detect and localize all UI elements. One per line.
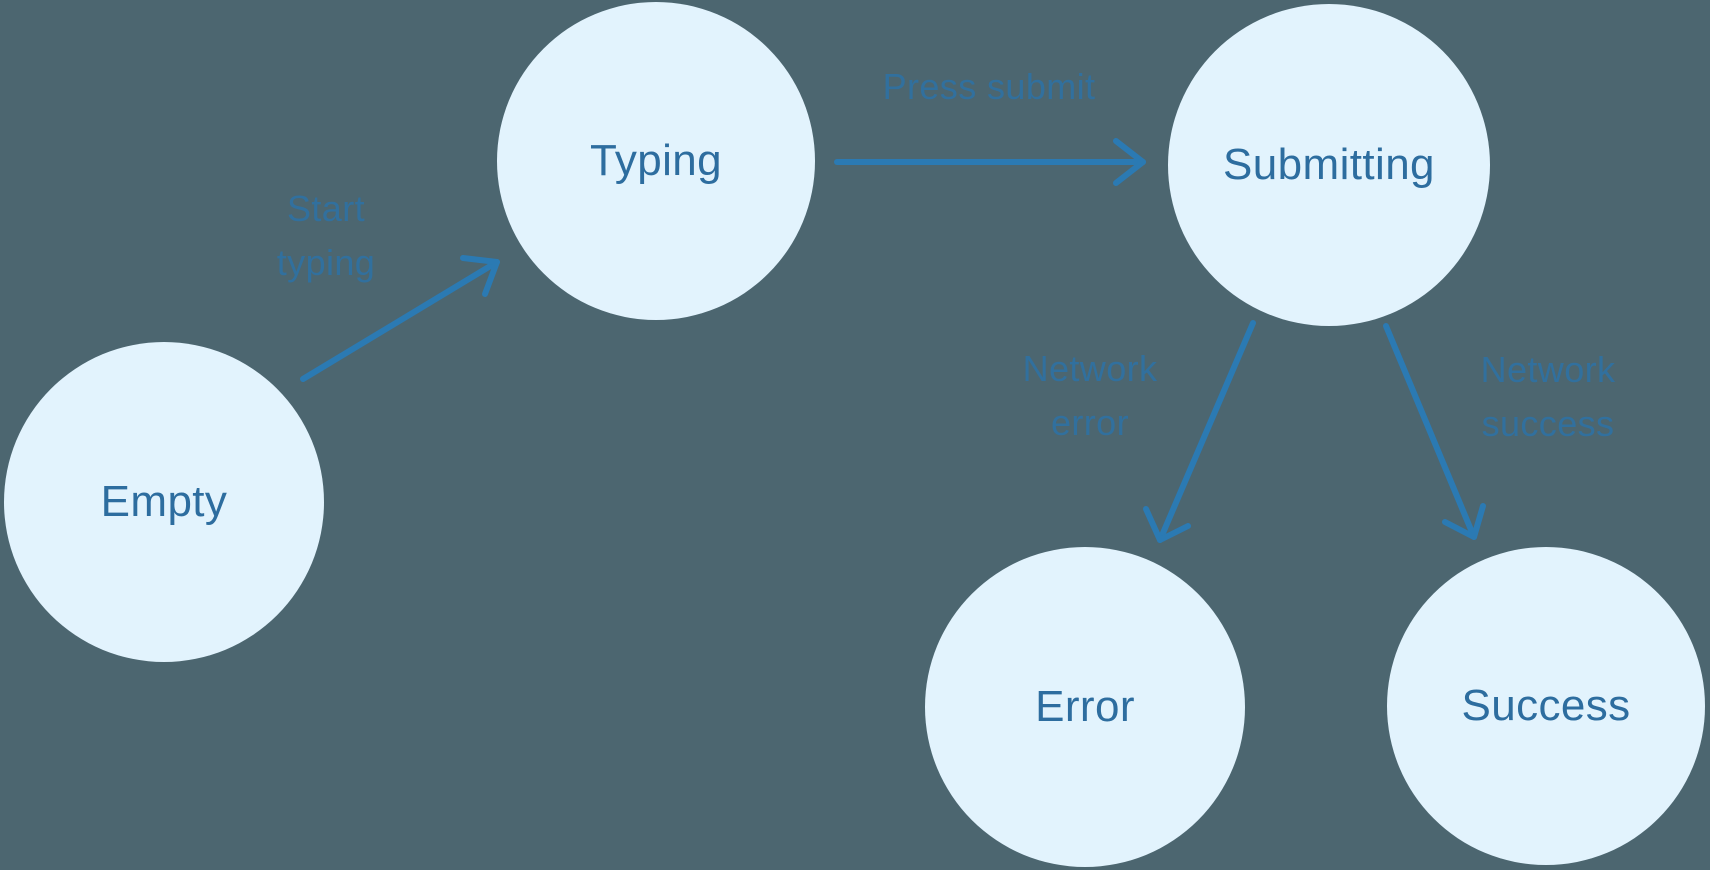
edge-arrow-submitting-success	[1383, 323, 1486, 540]
state-node-empty: Empty	[4, 342, 324, 662]
edge-label-line: success	[1481, 403, 1615, 444]
edge-label-line: Network	[1022, 348, 1158, 389]
state-node-submitting-label: Submitting	[1223, 140, 1435, 189]
state-node-submitting: Submitting	[1168, 4, 1490, 326]
state-node-error: Error	[925, 547, 1245, 867]
edge-label-line: error	[1050, 402, 1129, 443]
edge-label-line: Network	[1480, 349, 1616, 390]
edge-label-line: Press submit	[882, 66, 1096, 107]
edge-label-start-typing: Start typing	[277, 182, 375, 290]
edge-label-press-submit: Press submit	[883, 60, 1096, 114]
edge-label-network-error: Network error	[1023, 342, 1158, 450]
state-node-error-label: Error	[1035, 682, 1135, 731]
state-node-typing: Typing	[497, 2, 815, 320]
edge-label-line: Start	[286, 188, 366, 229]
state-node-success: Success	[1387, 547, 1705, 865]
edge-label-network-success: Network success	[1481, 343, 1616, 451]
state-node-success-label: Success	[1461, 681, 1631, 730]
state-node-empty-label: Empty	[100, 477, 228, 526]
edge-label-line: typing	[276, 242, 376, 283]
edge-arrow-typing-submitting	[834, 138, 1146, 186]
edge-arrow-submitting-error	[1143, 320, 1256, 543]
edge-arrow-empty-typing	[300, 255, 500, 382]
state-node-typing-label: Typing	[589, 136, 723, 185]
